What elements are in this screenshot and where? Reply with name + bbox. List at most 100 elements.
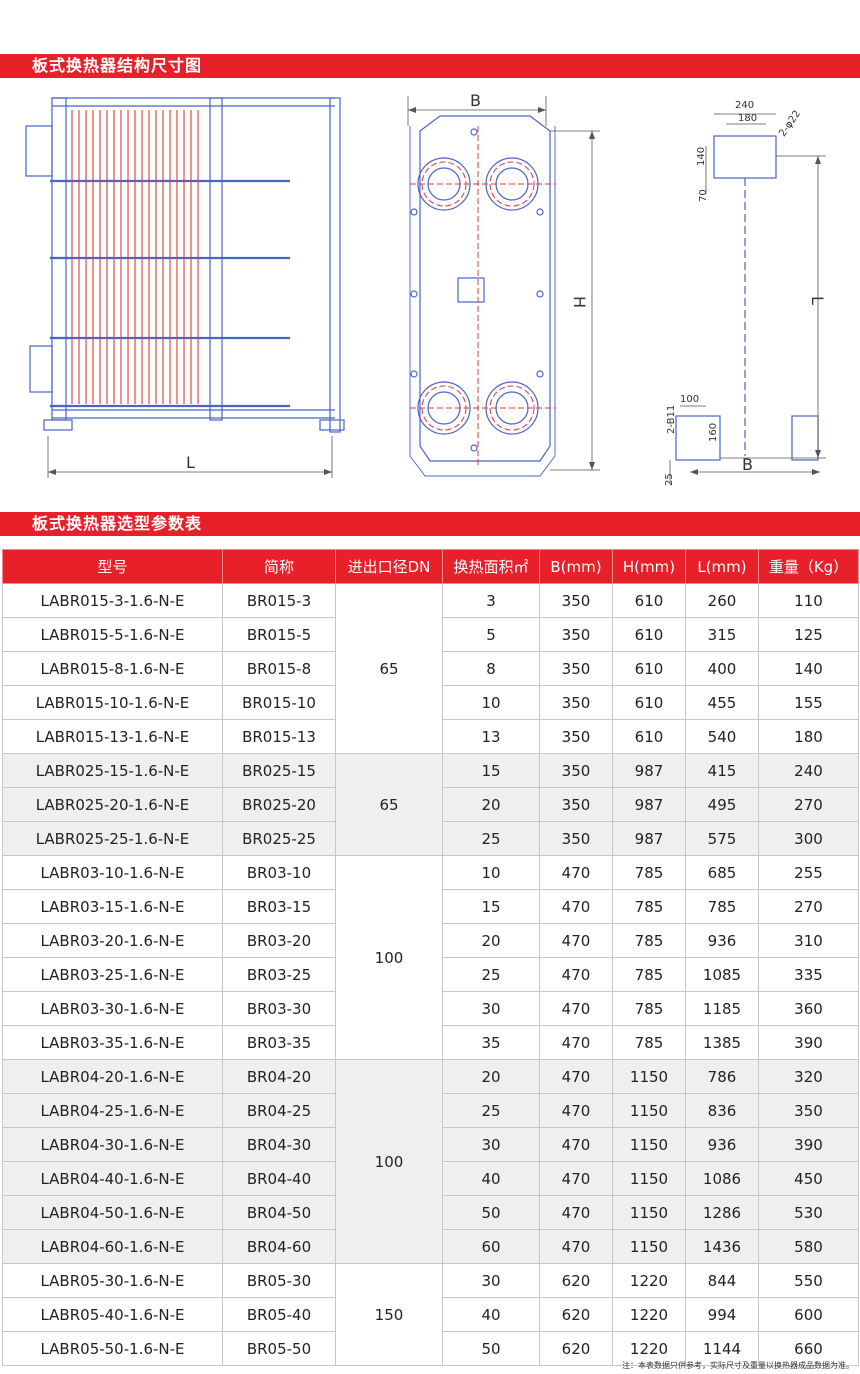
cell-area: 10 — [442, 685, 540, 720]
cell-l: 786 — [685, 1059, 759, 1094]
cell-short-name: BR03-20 — [222, 923, 336, 958]
foot-view-dim-140: 140 — [696, 147, 707, 166]
cell-b: 620 — [539, 1331, 613, 1366]
cell-area: 5 — [442, 617, 540, 652]
foot-view-dim-hole: 2-φ22 — [777, 109, 803, 139]
cell-area: 50 — [442, 1195, 540, 1230]
front-view-dim-b: B — [470, 91, 481, 110]
cell-model: LABR05-50-1.6-N-E — [2, 1331, 223, 1366]
cell-model: LABR03-10-1.6-N-E — [2, 855, 223, 890]
section-title-structure: 板式换热器结构尺寸图 — [32, 56, 203, 75]
cell-area: 35 — [442, 1025, 540, 1060]
side-view-dim-l: L — [186, 453, 195, 472]
cell-h: 610 — [612, 719, 686, 754]
cell-h: 785 — [612, 957, 686, 992]
cell-area: 13 — [442, 719, 540, 754]
cell-b: 470 — [539, 855, 613, 890]
cell-weight: 350 — [758, 1093, 859, 1128]
cell-area: 30 — [442, 991, 540, 1026]
foot-view-dim-2b11: 2-B11 — [666, 405, 677, 434]
cell-h: 610 — [612, 651, 686, 686]
foot-view-dim-160: 160 — [708, 423, 719, 442]
cell-l: 836 — [685, 1093, 759, 1128]
dimension-drawings: L — [0, 86, 860, 496]
cell-area: 15 — [442, 889, 540, 924]
cell-b: 350 — [539, 685, 613, 720]
cell-area: 15 — [442, 753, 540, 788]
cell-weight: 300 — [758, 821, 859, 856]
cell-l: 315 — [685, 617, 759, 652]
cell-area: 30 — [442, 1127, 540, 1162]
section-header-structure: 板式换热器结构尺寸图 — [0, 54, 860, 78]
cell-l: 260 — [685, 583, 759, 618]
table-header-row: 型号 简称 进出口径DN 换热面积㎡ B(mm) H(mm) L(mm) 重量（… — [2, 549, 859, 584]
cell-short-name: BR04-40 — [222, 1161, 336, 1196]
cell-l: 540 — [685, 719, 759, 754]
cell-model: LABR05-40-1.6-N-E — [2, 1297, 223, 1332]
cell-weight: 550 — [758, 1263, 859, 1298]
cell-model: LABR04-30-1.6-N-E — [2, 1127, 223, 1162]
front-view-dim-h: H — [570, 296, 589, 308]
cell-model: LABR015-8-1.6-N-E — [2, 651, 223, 686]
cell-weight: 360 — [758, 991, 859, 1026]
foot-view-dim-240: 240 — [735, 100, 754, 111]
cell-area: 25 — [442, 1093, 540, 1128]
cell-area: 40 — [442, 1161, 540, 1196]
cell-b: 470 — [539, 1229, 613, 1264]
cell-h: 785 — [612, 991, 686, 1026]
cell-model: LABR03-20-1.6-N-E — [2, 923, 223, 958]
cell-h: 785 — [612, 855, 686, 890]
drawings-svg: L — [25, 91, 827, 486]
cell-b: 470 — [539, 1093, 613, 1128]
cell-h: 1150 — [612, 1059, 686, 1094]
cell-weight: 270 — [758, 889, 859, 924]
cell-model: LABR03-15-1.6-N-E — [2, 889, 223, 924]
header-area: 换热面积㎡ — [442, 549, 540, 584]
cell-l: 415 — [685, 753, 759, 788]
cell-model: LABR05-30-1.6-N-E — [2, 1263, 223, 1298]
cell-h: 1220 — [612, 1263, 686, 1298]
cell-weight: 110 — [758, 583, 859, 618]
cell-weight: 155 — [758, 685, 859, 720]
cell-short-name: BR025-20 — [222, 787, 336, 822]
cell-h: 1220 — [612, 1331, 686, 1366]
cell-model: LABR03-30-1.6-N-E — [2, 991, 223, 1026]
cell-short-name: BR04-60 — [222, 1229, 336, 1264]
cell-model: LABR015-5-1.6-N-E — [2, 617, 223, 652]
foot-view-dim-b: B — [742, 455, 753, 474]
cell-b: 470 — [539, 1127, 613, 1162]
front-view-centerlines — [410, 126, 556, 466]
cell-short-name: BR015-8 — [222, 651, 336, 686]
cell-l: 936 — [685, 923, 759, 958]
cell-weight: 240 — [758, 753, 859, 788]
cell-port-dn: 100 — [335, 1059, 443, 1264]
foot-view-dim-100: 100 — [680, 394, 699, 405]
cell-h: 610 — [612, 583, 686, 618]
cell-short-name: BR03-30 — [222, 991, 336, 1026]
header-port-dn: 进出口径DN — [335, 549, 443, 584]
cell-area: 20 — [442, 787, 540, 822]
cell-area: 30 — [442, 1263, 540, 1298]
cell-l: 455 — [685, 685, 759, 720]
footnote: 注：本表数据只供参考，实际尺寸及重量以换热器成品数据为准。 — [622, 1361, 854, 1370]
cell-short-name: BR015-5 — [222, 617, 336, 652]
cell-h: 1150 — [612, 1093, 686, 1128]
cell-h: 1220 — [612, 1297, 686, 1332]
cell-model: LABR025-20-1.6-N-E — [2, 787, 223, 822]
cell-weight: 390 — [758, 1127, 859, 1162]
cell-weight: 450 — [758, 1161, 859, 1196]
foot-view-dim-70: 70 — [698, 189, 709, 202]
cell-b: 470 — [539, 957, 613, 992]
cell-h: 1150 — [612, 1161, 686, 1196]
cell-short-name: BR04-30 — [222, 1127, 336, 1162]
cell-b: 470 — [539, 1195, 613, 1230]
